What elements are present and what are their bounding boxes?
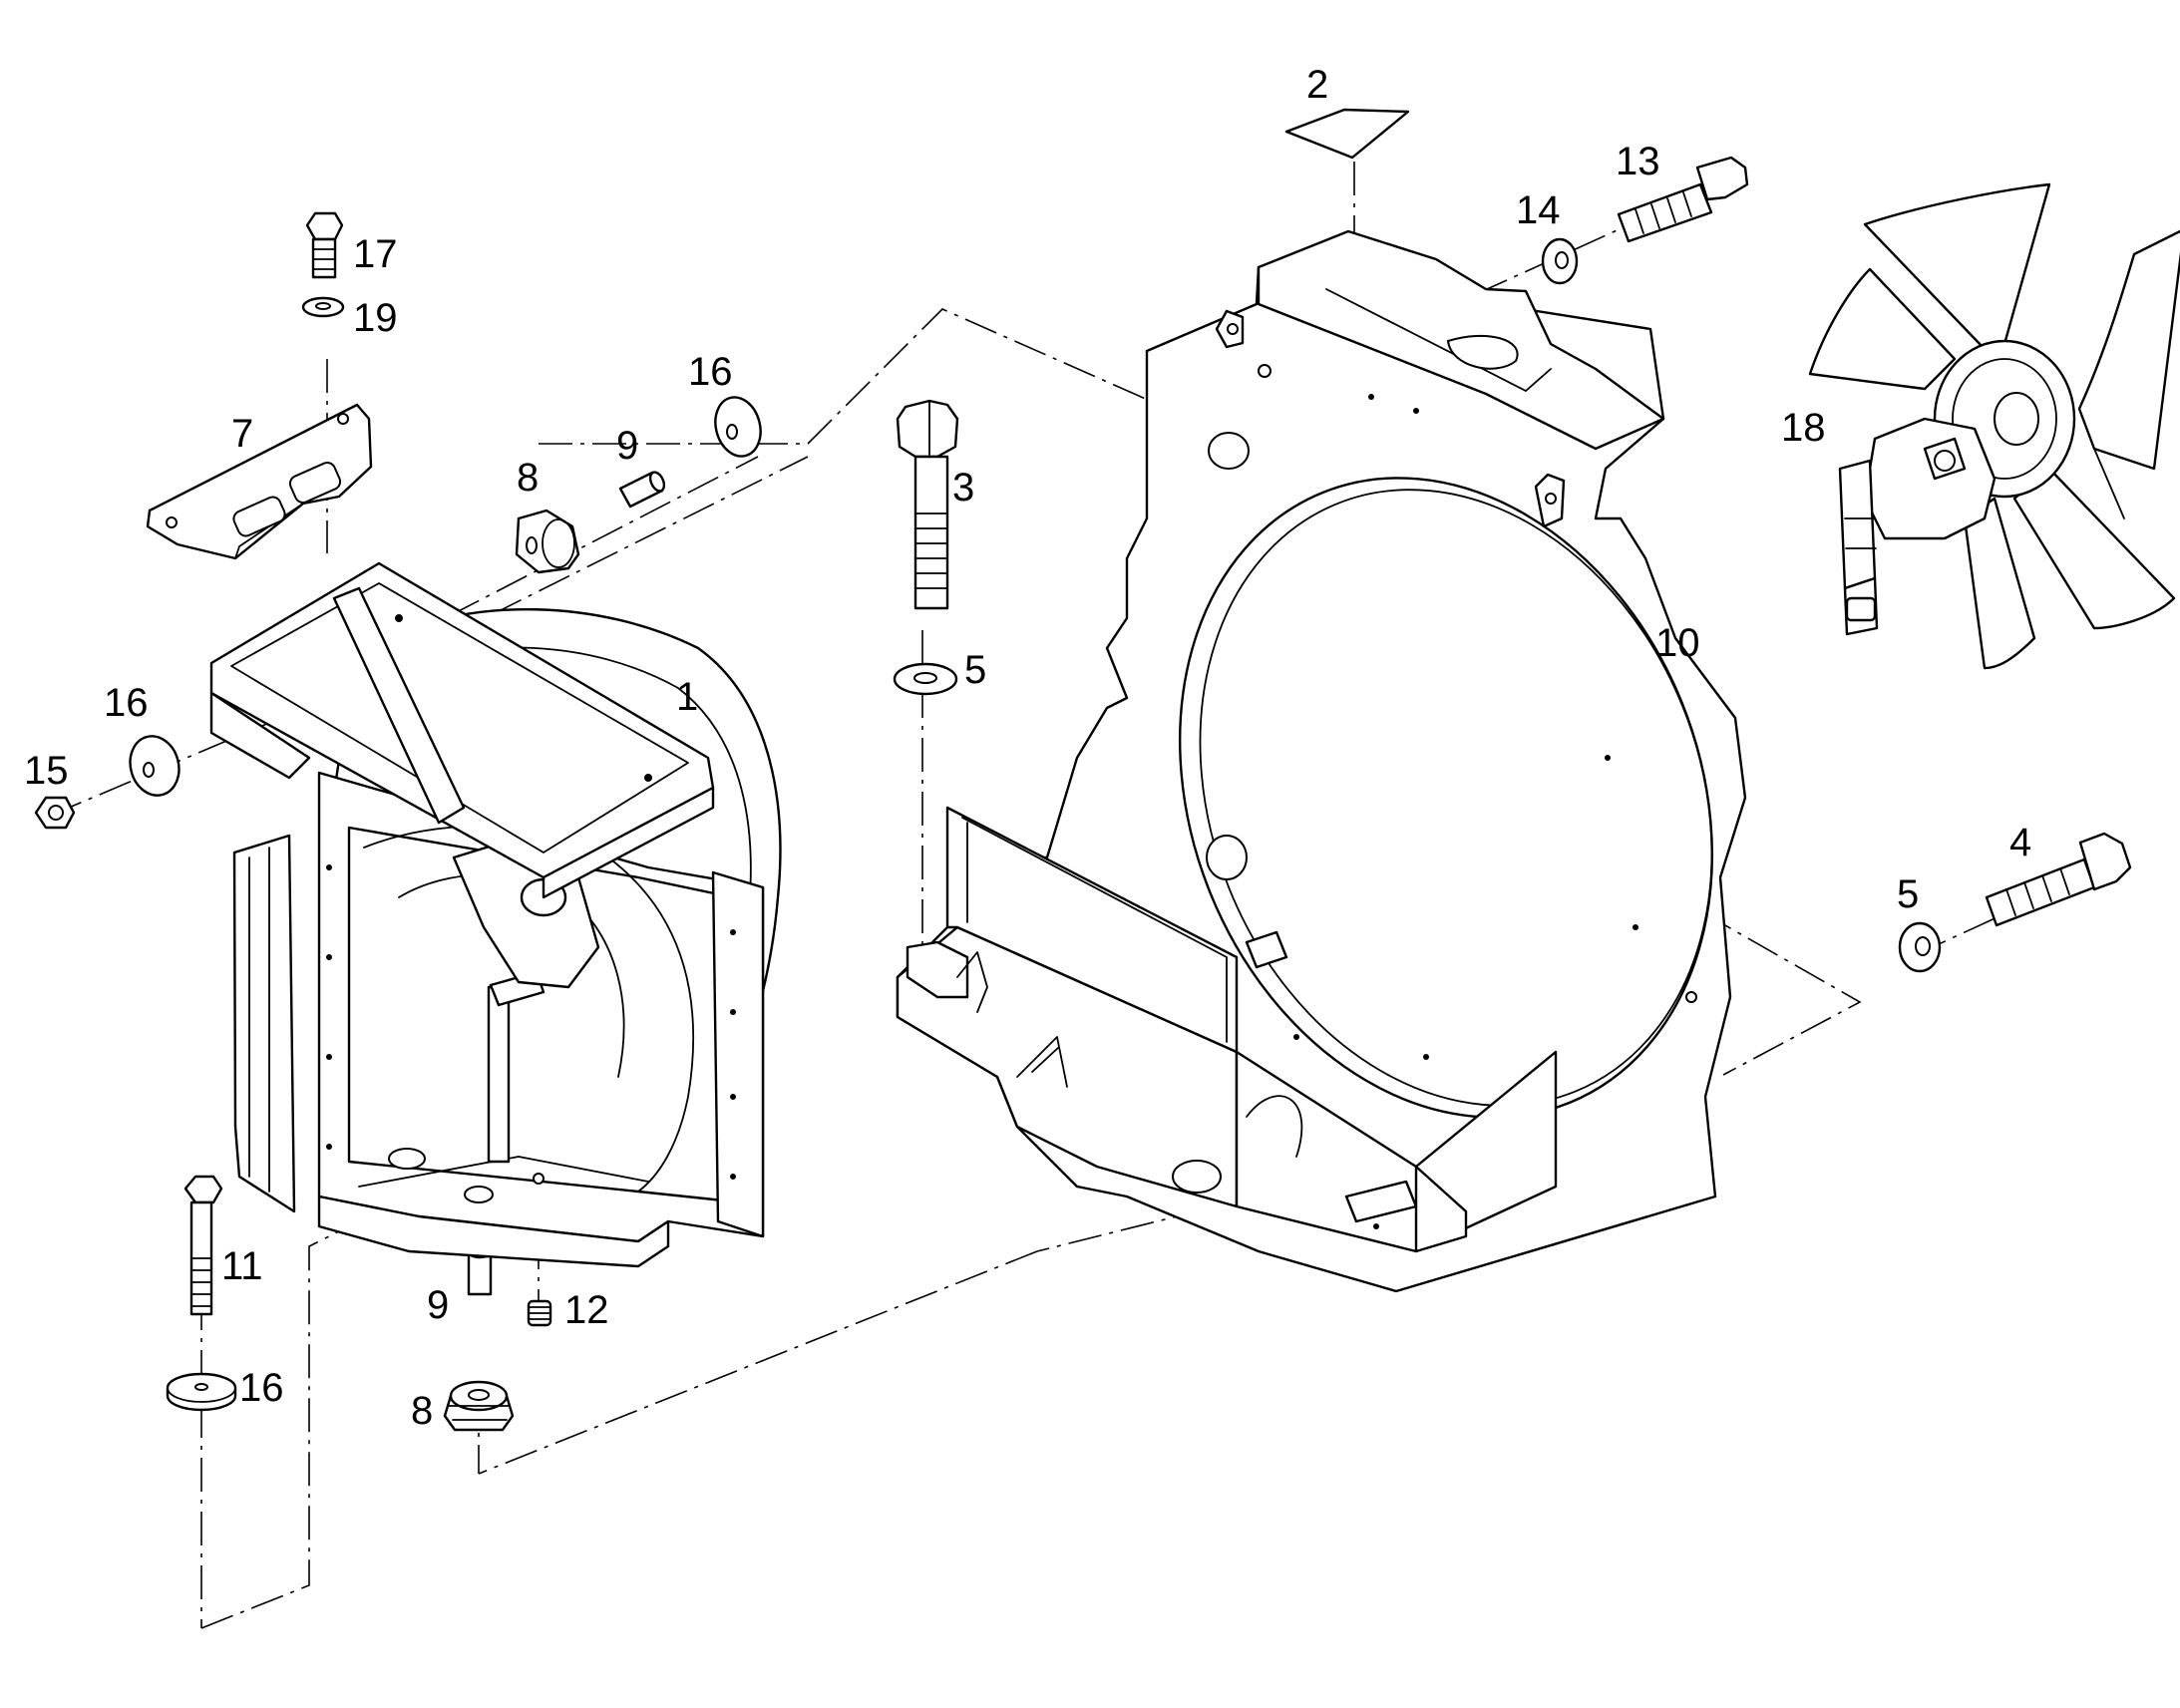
- part-12-screw: [527, 1299, 552, 1327]
- callout-3: 3: [952, 466, 974, 510]
- callout-9-upper: 9: [616, 424, 638, 468]
- part-2-label-plate: [1284, 108, 1410, 160]
- callout-16-upper: 16: [688, 350, 733, 394]
- part-4-bolt: [1985, 832, 2132, 927]
- callout-5-right: 5: [1897, 872, 1919, 916]
- callout-17: 17: [353, 232, 398, 276]
- callout-8-lower: 8: [411, 1389, 433, 1433]
- part-5-washer-top: [893, 662, 958, 696]
- part-10-radiator-housing: [896, 229, 1747, 1293]
- part-19-washer: [301, 296, 345, 318]
- callout-12: 12: [564, 1288, 609, 1332]
- part-9-sleeve-upper: [618, 471, 666, 509]
- callout-13: 13: [1616, 140, 1660, 183]
- part-8-rubber-mount-upper: [515, 509, 580, 574]
- part-18-fan-and-motor: [1808, 182, 2180, 670]
- callout-9-lower: 9: [427, 1283, 449, 1327]
- callout-5-top: 5: [964, 648, 986, 692]
- callout-11: 11: [221, 1244, 263, 1288]
- callout-8-upper: 8: [517, 456, 539, 500]
- part-14-washer: [1541, 237, 1579, 285]
- part-7-bracket: [146, 403, 373, 560]
- callout-14: 14: [1516, 188, 1561, 232]
- callout-19: 19: [353, 296, 398, 340]
- callout-15: 15: [24, 749, 69, 793]
- callout-1: 1: [676, 675, 698, 719]
- callout-2: 2: [1306, 63, 1328, 107]
- callout-16-bottom: 16: [239, 1366, 284, 1410]
- part-16-washer-left: [129, 735, 181, 797]
- part-16-washer-upper: [714, 396, 762, 458]
- part-1-fan-shroud: [209, 561, 782, 1268]
- callout-7: 7: [231, 412, 253, 456]
- callout-16-left: 16: [104, 681, 149, 725]
- callout-4: 4: [2009, 821, 2031, 864]
- part-8-rubber-mount-lower: [443, 1380, 515, 1432]
- part-17-bolt: [305, 211, 344, 279]
- callout-10: 10: [1655, 621, 1700, 665]
- part-5-washer-right: [1898, 921, 1942, 973]
- callout-labels: 1 2 3 4 5 5 7 8 8 9 9 10 11 12 13 14 15 …: [24, 63, 2031, 1433]
- part-11-bolt: [183, 1175, 223, 1316]
- part-3-bolt: [896, 399, 959, 610]
- part-16-washer-bottom: [166, 1372, 237, 1412]
- part-13-bolt: [1617, 156, 1749, 243]
- callout-18: 18: [1781, 406, 1826, 450]
- part-15-nut: [34, 796, 76, 830]
